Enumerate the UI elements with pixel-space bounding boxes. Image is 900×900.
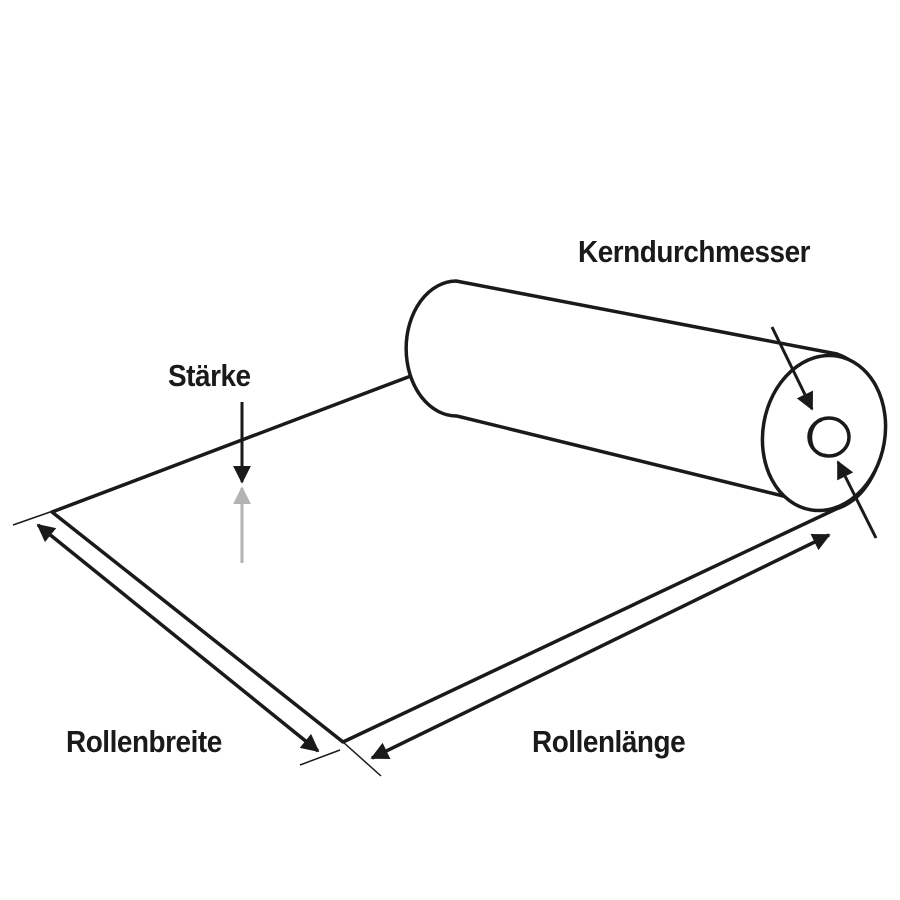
core-diameter-label: Kerndurchmesser [578,234,811,269]
roll-width-arrow [36,523,320,753]
roll-length-arrow [370,533,831,760]
roll-width-dimension [12,510,341,766]
roll-length-dimension [342,533,831,777]
roll-cylinder [404,279,888,513]
core-arrow-top [770,326,814,411]
thickness-label: Stärke [168,358,251,393]
core-diameter-arrows [770,326,878,539]
roll-core-inner [809,418,827,457]
roll-core-outer [807,416,851,458]
roll-width-tick-right [299,749,341,766]
roll-length-tick-left [342,741,382,777]
roll-width-label: Rollenbreite [66,724,222,759]
roll-width-tick-left [12,510,54,526]
core-arrow-bottom [836,460,878,539]
roll-length-label: Rollenlänge [532,724,686,759]
